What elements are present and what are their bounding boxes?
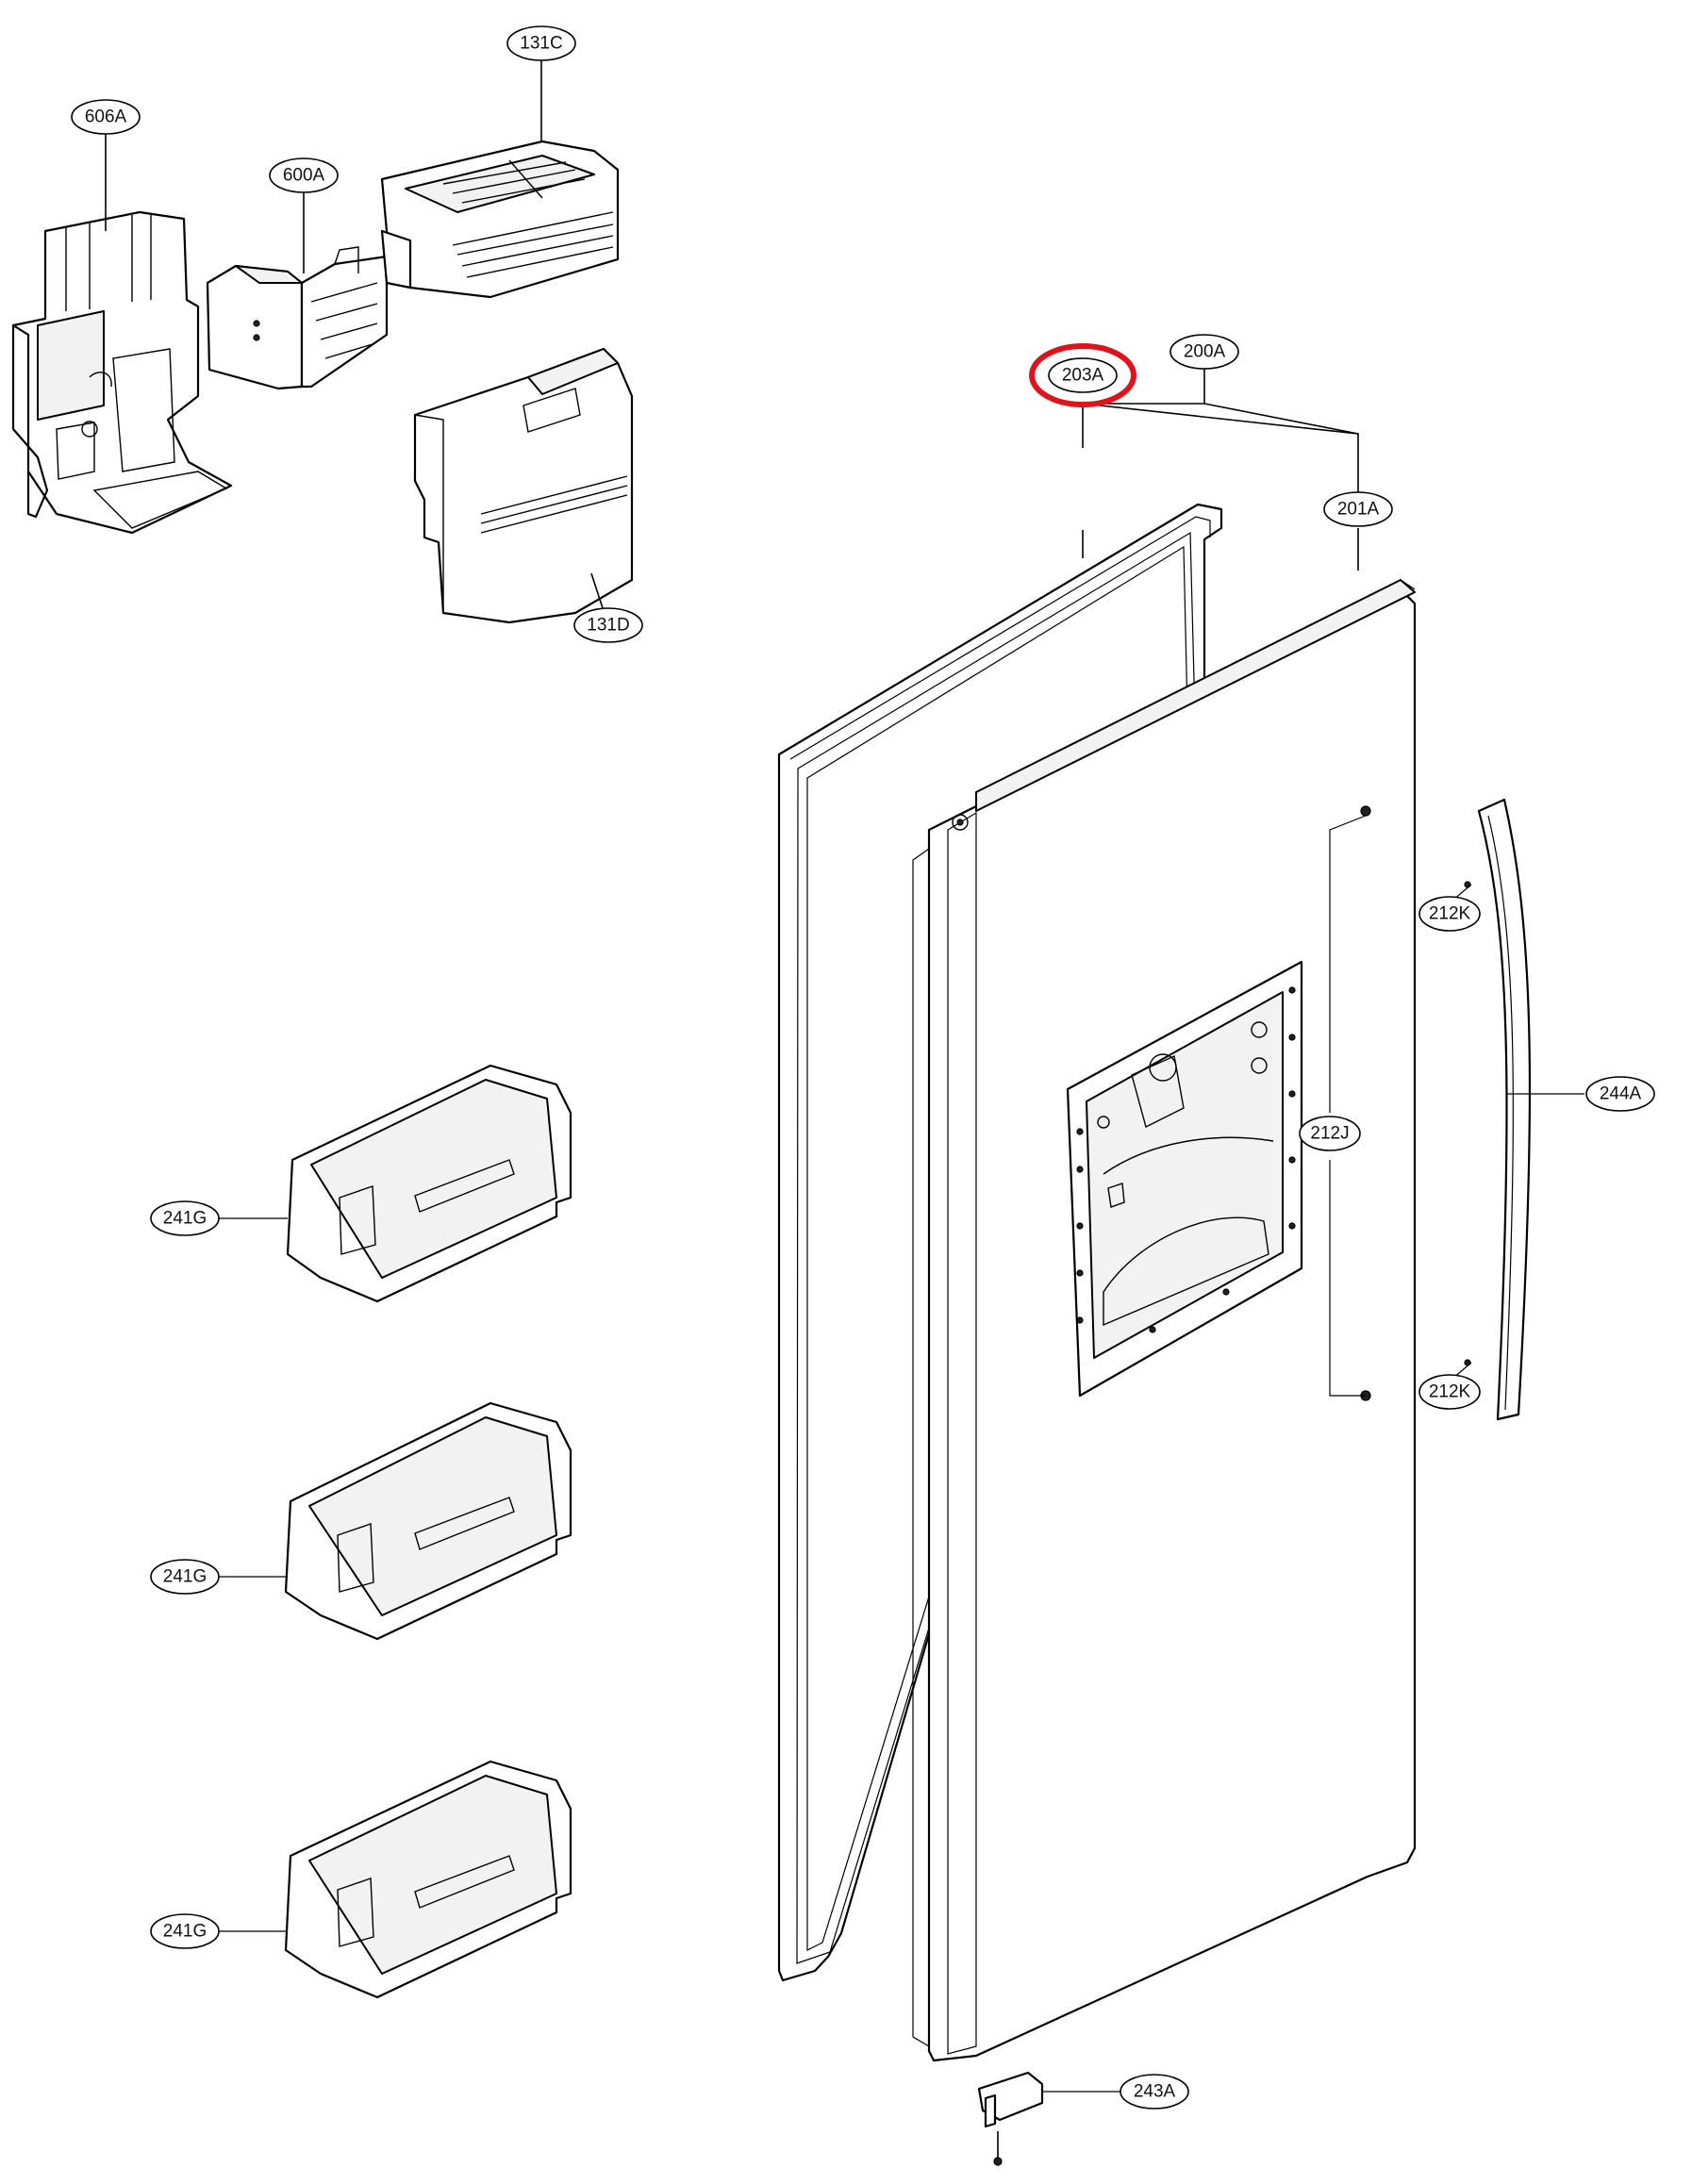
callout-244a: 244A xyxy=(1585,1076,1655,1112)
svg-text:606A: 606A xyxy=(85,108,127,127)
svg-text:131C: 131C xyxy=(520,34,562,54)
callout-600a: 600A xyxy=(269,157,339,193)
part-241g-bin-3 xyxy=(219,1760,572,1999)
svg-text:203A: 203A xyxy=(1062,366,1104,386)
svg-text:212J: 212J xyxy=(1310,1124,1349,1144)
svg-text:244A: 244A xyxy=(1600,1084,1642,1104)
callout-212j: 212J xyxy=(1299,1116,1361,1151)
svg-text:241G: 241G xyxy=(163,1567,207,1587)
svg-text:201A: 201A xyxy=(1337,500,1380,520)
callout-243a: 243A xyxy=(1120,2074,1189,2110)
callout-203a: 203A xyxy=(1048,357,1118,393)
callout-241g-3: 241G xyxy=(150,1913,220,1949)
part-241g-bin-1 xyxy=(219,1064,572,1303)
svg-text:131D: 131D xyxy=(587,616,629,636)
part-600a-ice-maker xyxy=(206,189,389,390)
callout-606a: 606A xyxy=(71,99,141,135)
svg-text:212K: 212K xyxy=(1429,1382,1471,1402)
part-131d-ice-bin xyxy=(413,347,634,624)
part-243a-hinge xyxy=(977,2071,1120,2166)
callout-201a: 201A xyxy=(1323,491,1393,527)
callout-212k-top: 212K xyxy=(1418,896,1481,932)
callout-212k-bottom: 212K xyxy=(1418,1374,1481,1410)
part-201a-door-outer xyxy=(912,579,1417,2062)
svg-text:212K: 212K xyxy=(1429,904,1471,924)
svg-text:243A: 243A xyxy=(1134,2082,1176,2102)
svg-text:200A: 200A xyxy=(1184,342,1226,362)
highlight-ring-203a xyxy=(1029,343,1136,407)
svg-text:241G: 241G xyxy=(163,1922,207,1942)
svg-text:600A: 600A xyxy=(283,166,325,186)
callout-241g-2: 241G xyxy=(150,1559,220,1595)
callout-241g-1: 241G xyxy=(150,1200,220,1236)
part-131c-cover xyxy=(380,57,620,299)
part-241g-bin-2 xyxy=(219,1401,572,1641)
leader-lines xyxy=(1082,368,1472,1397)
part-606a-housing xyxy=(11,129,233,535)
callout-131c: 131C xyxy=(506,25,576,61)
callout-131d: 131D xyxy=(573,607,643,643)
part-244a-handle xyxy=(1464,798,1584,1421)
svg-text:241G: 241G xyxy=(163,1209,207,1229)
callout-200a: 200A xyxy=(1169,334,1239,370)
